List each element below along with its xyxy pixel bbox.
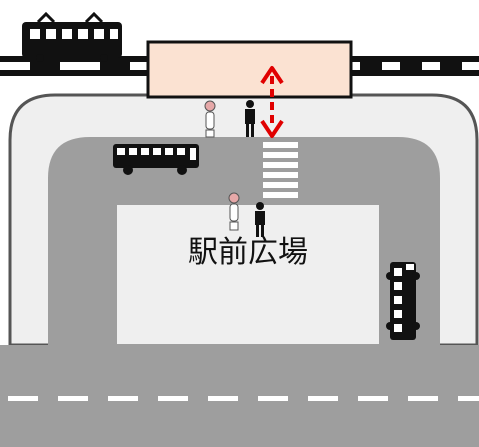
plaza-label: 駅前広場 (188, 235, 308, 270)
pedestrian-icon (204, 100, 216, 138)
crosswalk (263, 142, 298, 198)
double-arrow-icon (260, 66, 284, 138)
bus-icon (113, 144, 199, 175)
pedestrian-icon (228, 192, 240, 231)
bus-icon (386, 262, 420, 340)
train-icon (22, 11, 122, 62)
person-icon (255, 202, 265, 237)
person-icon (245, 100, 255, 137)
lane-marking (8, 396, 479, 401)
station-building (146, 40, 353, 99)
inner-plaza-area (117, 205, 379, 344)
